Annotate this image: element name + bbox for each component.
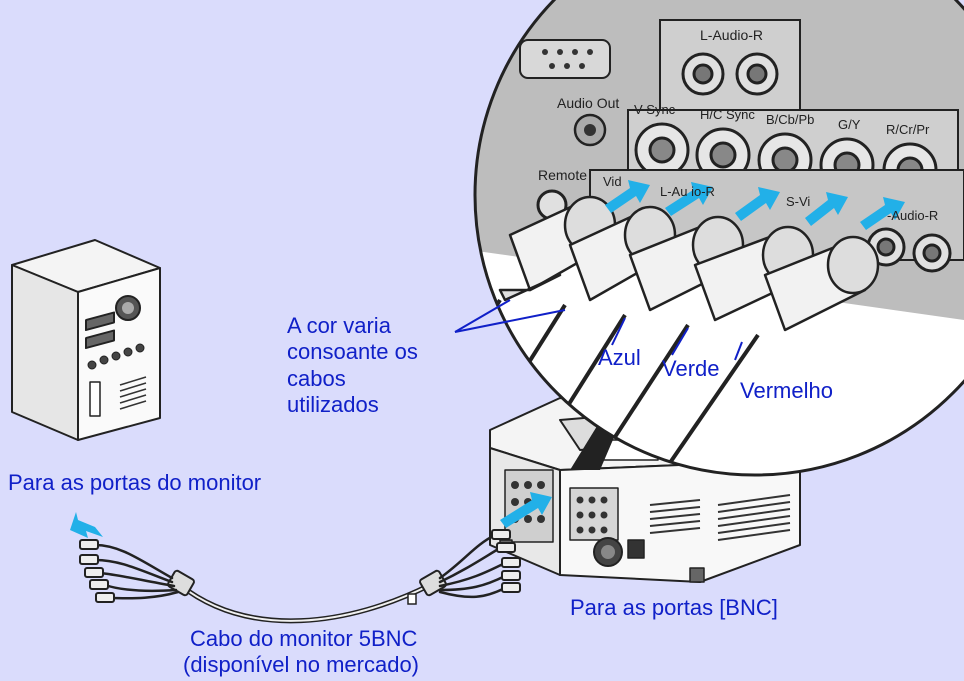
monitor-ports-label: Para as portas do monitor bbox=[8, 470, 262, 495]
color-note-label: A cor varia consoante os cabos utilizado… bbox=[287, 313, 418, 419]
cable-note-label: (disponível no mercado) bbox=[183, 652, 420, 677]
zoomed-port-panel: L-Audio-R Audio Out Remote Vid L-Au io-R… bbox=[473, 0, 964, 477]
insert-arrows bbox=[605, 180, 905, 230]
5bnc-cable-icon bbox=[79, 529, 521, 624]
video-label: Vid bbox=[603, 174, 622, 189]
cable-name-label: Cabo do monitor 5BNC bbox=[190, 626, 418, 651]
svideo-label: S-Vi bbox=[786, 194, 810, 209]
video-audio-label: L-Au io-R bbox=[660, 184, 715, 199]
computer-tower-icon bbox=[11, 239, 161, 441]
color-note-line-1: A cor varia bbox=[287, 313, 391, 338]
remote-label: Remote bbox=[538, 167, 587, 183]
label-leader-lines bbox=[454, 299, 743, 361]
bnc-port-label-4: G/Y bbox=[838, 117, 861, 132]
bnc-port-label-2: H/C Sync bbox=[700, 107, 755, 122]
bnc-plug-5 bbox=[663, 235, 880, 472]
svideo-audio-label: -Audio-R bbox=[887, 208, 938, 223]
blue-cable-label: Azul bbox=[598, 345, 641, 370]
audio-in-label: L-Audio-R bbox=[700, 27, 763, 43]
color-note-line-3: cabos bbox=[287, 365, 346, 391]
red-cable-label: Vermelho bbox=[740, 378, 833, 403]
arrow-to-monitor-icon bbox=[70, 512, 103, 538]
color-note-line-2: consoante os bbox=[287, 339, 418, 365]
arrow-to-projector-icon bbox=[500, 492, 552, 528]
color-note-line-4: utilizados bbox=[287, 392, 379, 418]
bnc-port-label-5: R/Cr/Pr bbox=[886, 122, 930, 137]
bnc-ports-label: Para as portas [BNC] bbox=[570, 595, 778, 620]
bnc-port-label-1: V Sync bbox=[634, 102, 676, 117]
audio-out-label: Audio Out bbox=[557, 95, 619, 111]
green-cable-label: Verde bbox=[662, 356, 720, 381]
bnc-port-label-3: B/Cb/Pb bbox=[766, 112, 814, 127]
